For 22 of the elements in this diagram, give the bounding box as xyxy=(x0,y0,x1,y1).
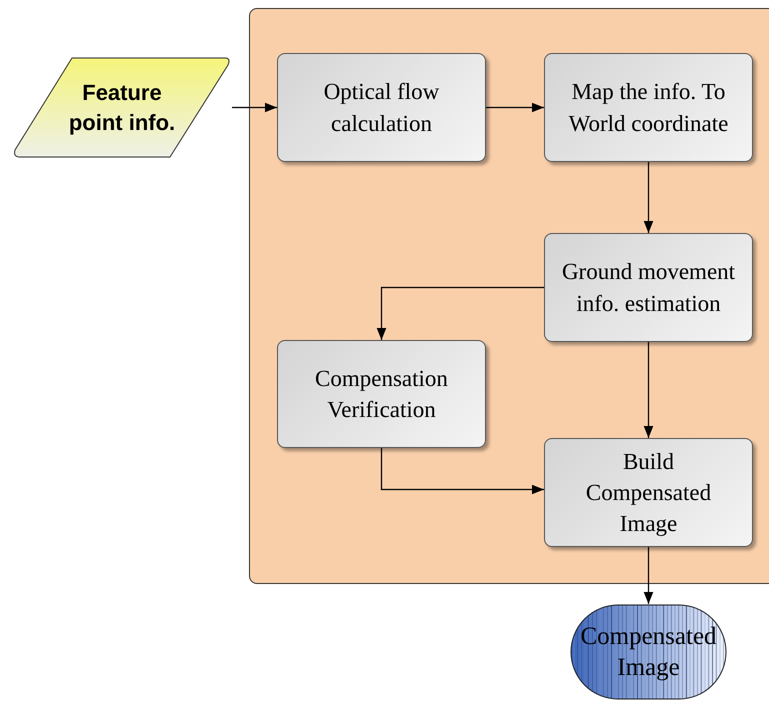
process-box xyxy=(544,53,753,162)
process-box xyxy=(277,340,486,448)
arrow xyxy=(486,102,544,112)
arrow xyxy=(644,547,654,604)
node-label: Feature point info. xyxy=(68,78,176,137)
node-label: Compensated Image xyxy=(579,622,718,683)
panel-background xyxy=(249,8,769,584)
node-label: Optical flow calculation xyxy=(322,78,440,138)
arrow xyxy=(232,102,277,112)
process-box xyxy=(544,438,753,547)
node-label: Map the info. To World coordinate xyxy=(568,78,730,138)
terminal-shape xyxy=(570,604,727,700)
node-label: Ground movement info. estimation xyxy=(560,258,736,318)
arrow xyxy=(644,342,654,438)
process-box xyxy=(544,233,753,342)
arrow xyxy=(376,286,544,340)
node-label: Compensation Verification xyxy=(314,364,449,424)
input-parallelogram xyxy=(12,57,232,158)
node-label: Build Compensated Image xyxy=(584,448,712,538)
arrow xyxy=(644,162,654,233)
process-box xyxy=(277,53,486,162)
arrow xyxy=(380,448,544,494)
